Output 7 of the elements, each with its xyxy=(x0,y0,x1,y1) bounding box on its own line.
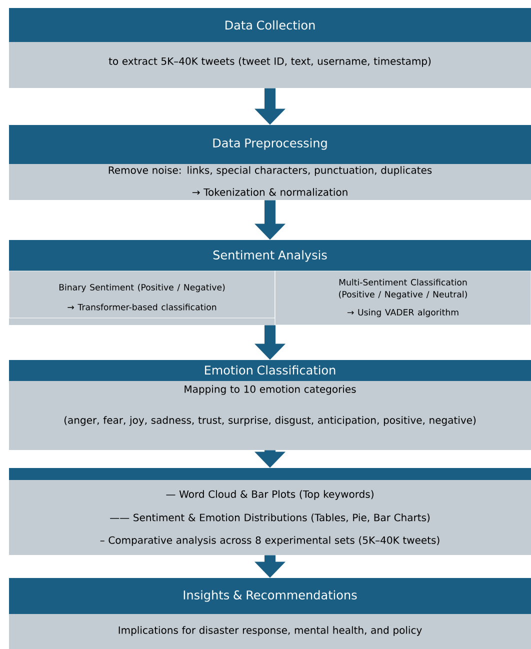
step-box: Data Collection to extract 5K–40K tweets (tweet ID, text, username, timestamp) xyxy=(9,8,531,88)
sub-box: Multi-Sentiment Classification (Positive / Negative / Neutral) → Using VADER algorithm xyxy=(274,270,531,326)
step-box: — Word Cloud & Bar Plots (Top keywords) —— Sentiment & Emotion Distributions (Tables, Pie, Bar Charts) – Comparative analysis across 8 experimental sets (5K–40K tweets) xyxy=(9,468,531,555)
step-box: Insights & Recommendations Implications for disaster response, mental health, and policy xyxy=(9,578,531,649)
step-box: Emotion Classification Mapping to 10 emotion categories (anger, fear, joy, sadness, trust, surprise, disgust, anticipation, positive, negative) xyxy=(9,360,531,450)
step-box: Data Preprocessing Remove noise: links, special characters, punctuation, duplicates → Tokenization & normalization xyxy=(9,125,531,200)
sub-box: Binary Sentiment (Positive / Negative) → Transformer-based classification xyxy=(8,270,276,318)
